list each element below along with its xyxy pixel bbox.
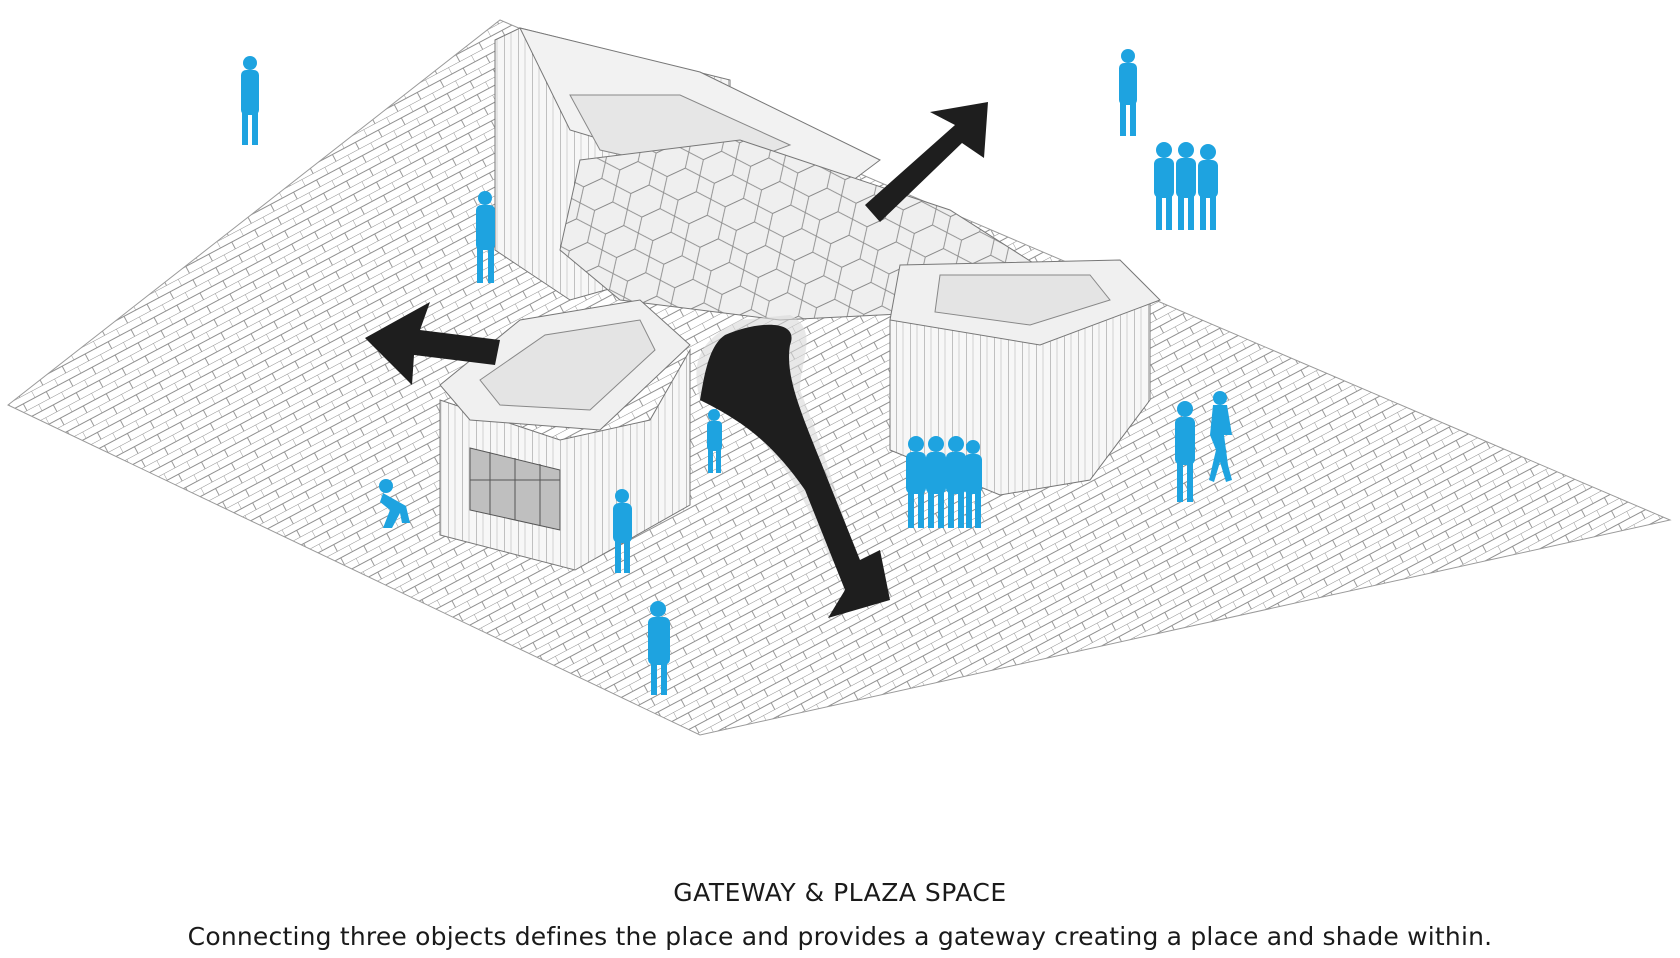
person-silhouette-icon xyxy=(648,601,670,695)
arrow-icon xyxy=(365,302,500,385)
person-silhouette-icon xyxy=(1175,401,1195,502)
people-group-icon xyxy=(1154,142,1218,230)
person-silhouette-icon xyxy=(1119,49,1137,136)
person-silhouette-icon xyxy=(613,489,632,573)
circulation-arrows xyxy=(365,102,988,618)
people xyxy=(241,49,1232,695)
person-silhouette-icon xyxy=(707,409,722,473)
people-group-icon xyxy=(906,436,982,528)
arrow-icon xyxy=(700,324,890,618)
person-silhouette-icon xyxy=(476,191,495,283)
person-silhouette-icon xyxy=(1209,391,1232,482)
person-silhouette-icon xyxy=(241,56,259,145)
person-silhouette-icon xyxy=(379,479,410,528)
arrow-icon xyxy=(865,102,988,222)
isometric-diagram xyxy=(7,19,1672,736)
paved-plaza xyxy=(7,19,1672,736)
caption-subtitle: Connecting three objects defines the pla… xyxy=(187,922,1493,951)
caption-title: GATEWAY & PLAZA SPACE xyxy=(673,878,1007,907)
